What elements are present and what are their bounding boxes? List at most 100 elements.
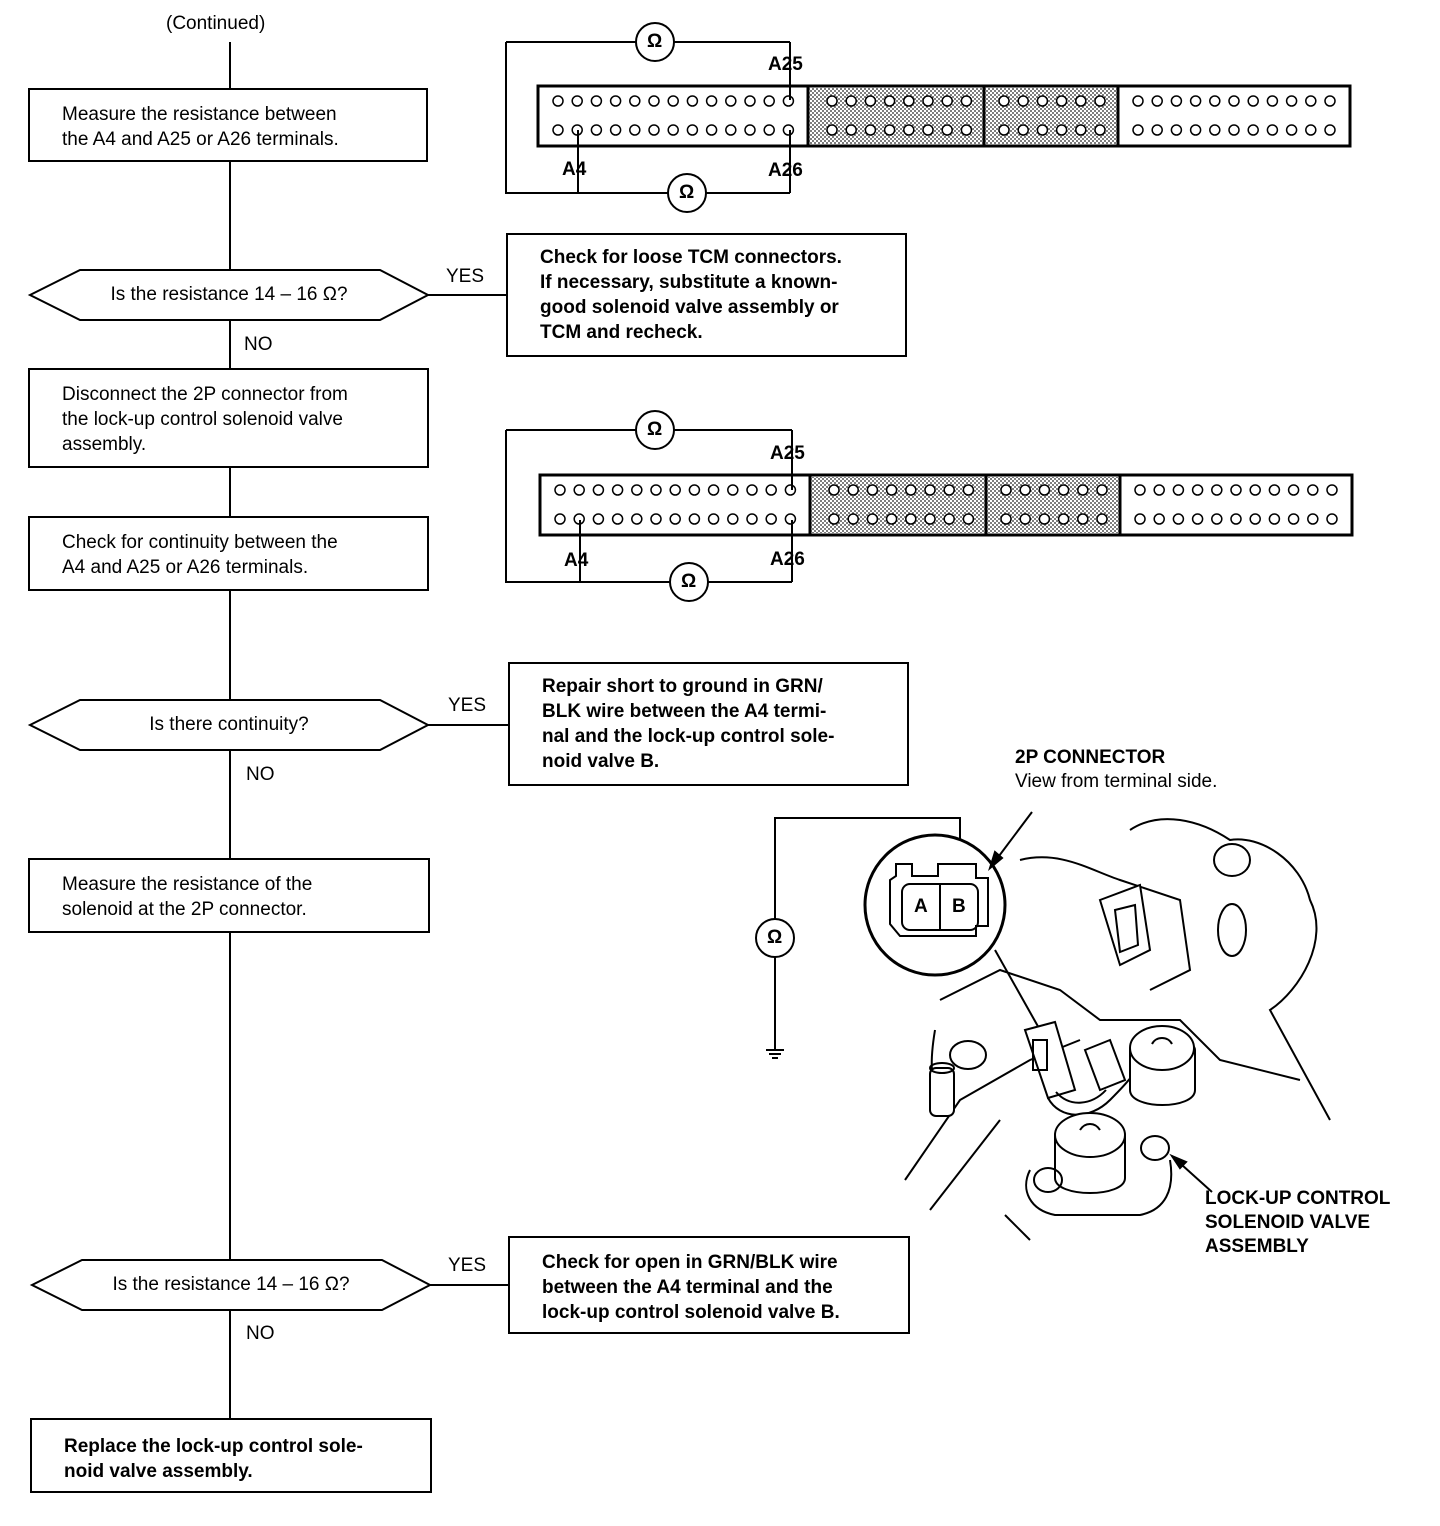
connector-pin — [611, 513, 624, 525]
connector-pin — [1153, 513, 1165, 525]
terminal-a26-label-1: A26 — [768, 160, 803, 181]
final-text: Replace the lock-up control sole- noid v… — [64, 1436, 363, 1482]
connector-pin — [1307, 484, 1319, 496]
connector-pin — [629, 124, 641, 136]
step-check-continuity: Check for continuity between the A4 and … — [28, 516, 429, 591]
connector-pin — [960, 95, 973, 107]
connector-pin — [669, 513, 681, 525]
connector-pin — [1134, 484, 1146, 496]
connector-pin — [782, 124, 795, 136]
connector-pin — [1228, 95, 1240, 107]
connector-pin — [650, 513, 662, 525]
connector-pin — [1000, 484, 1012, 496]
connector-pin — [826, 124, 838, 136]
connector-pin — [866, 513, 879, 525]
connector-pin — [609, 95, 622, 107]
connector-pin — [1305, 95, 1317, 107]
decision-2-text: Is there continuity? — [149, 714, 309, 735]
connector-pin — [1038, 513, 1051, 525]
decision-shape-2 — [27, 699, 431, 751]
connector-pin — [784, 484, 797, 496]
action-1-text: Check for loose TCM connectors. If neces… — [540, 247, 842, 343]
connector-pin — [1230, 484, 1242, 496]
connector-pin — [763, 95, 775, 107]
connector-pin — [1287, 513, 1300, 525]
connector-pin — [631, 513, 643, 525]
connector-pin — [648, 95, 660, 107]
connector-pin — [573, 484, 585, 496]
decision-shape-3 — [29, 1259, 433, 1311]
connector-pin — [1057, 484, 1070, 496]
connector-pin — [1209, 95, 1221, 107]
connector-pin — [552, 124, 564, 136]
connector-pin — [667, 124, 679, 136]
connector-pin — [885, 484, 898, 496]
2p-connector-title: 2P CONNECTOR — [1015, 747, 1166, 768]
terminal-a26-label-2: A26 — [770, 549, 805, 570]
connector-pin — [784, 513, 797, 525]
connector-pin — [1134, 513, 1146, 525]
connector-pin — [1036, 95, 1049, 107]
connector-pin — [1249, 484, 1261, 496]
connector-pin — [924, 484, 936, 496]
connector-pin — [903, 124, 915, 136]
connector-pin — [705, 95, 718, 107]
decision-3-text: Is the resistance 14 – 16 Ω? — [112, 1274, 350, 1295]
final-replace-solenoid: Replace the lock-up control sole- noid v… — [30, 1418, 432, 1493]
connector-pin — [592, 484, 605, 496]
connector-pin — [667, 95, 679, 107]
connector-pin — [746, 513, 758, 525]
connector-pin — [1096, 513, 1108, 525]
tcm-connector-diagram-2 — [505, 410, 1354, 602]
connector-pin — [845, 95, 857, 107]
connector-pin — [1211, 513, 1223, 525]
connector-pin — [1285, 124, 1298, 136]
connector-pin — [1075, 124, 1087, 136]
connector-pin — [1326, 513, 1338, 525]
step-2-text: Disconnect the 2P connector from the loc… — [62, 384, 348, 455]
connector-pin — [592, 513, 605, 525]
connector-pin — [1017, 95, 1029, 107]
connector-pin — [1189, 124, 1202, 136]
action-check-open: Check for open in GRN/BLK wire between t… — [508, 1236, 910, 1334]
connector-pin — [1055, 95, 1068, 107]
connector-pin — [905, 484, 917, 496]
connector-pin — [707, 484, 720, 496]
decision-shape-1 — [27, 269, 431, 321]
no-label-3: NO — [246, 1323, 275, 1344]
2p-connector-view-note: View from terminal side. — [1015, 771, 1218, 792]
step-4-text: Measure the resistance of the solenoid a… — [62, 874, 313, 920]
connector-pin — [1228, 124, 1240, 136]
connector-pin — [866, 484, 879, 496]
connector-pin — [1096, 484, 1108, 496]
connector-pin — [1038, 484, 1051, 496]
step-disconnect-connector: Disconnect the 2P connector from the loc… — [28, 368, 429, 468]
connector-pin — [611, 484, 624, 496]
connector-pin — [1266, 124, 1279, 136]
connector-pin — [1170, 95, 1183, 107]
connector-pin — [1268, 484, 1281, 496]
connector-pin — [883, 124, 896, 136]
connector-pin — [847, 513, 859, 525]
connector-pin — [1077, 484, 1089, 496]
no-label-2: NO — [246, 764, 275, 785]
connector-pin — [1247, 124, 1259, 136]
connector-pin — [688, 484, 701, 496]
connector-pin — [883, 95, 896, 107]
connector-pin — [1055, 124, 1068, 136]
connector-pin — [828, 513, 840, 525]
connector-pin — [571, 95, 583, 107]
connector-pin — [1211, 484, 1223, 496]
connector-pin-b-label: B — [952, 896, 966, 917]
connector-pin — [1266, 95, 1279, 107]
connector-pin — [590, 124, 603, 136]
connector-pin — [1019, 484, 1031, 496]
decision-1-text: Is the resistance 14 – 16 Ω? — [110, 284, 348, 305]
connector-pin — [727, 513, 739, 525]
connector-pin — [669, 484, 681, 496]
connector-pin — [1132, 95, 1144, 107]
terminal-a4-label-1: A4 — [562, 159, 587, 180]
action-repair-short: Repair short to ground in GRN/ BLK wire … — [508, 662, 909, 786]
connector-pin — [1285, 95, 1298, 107]
